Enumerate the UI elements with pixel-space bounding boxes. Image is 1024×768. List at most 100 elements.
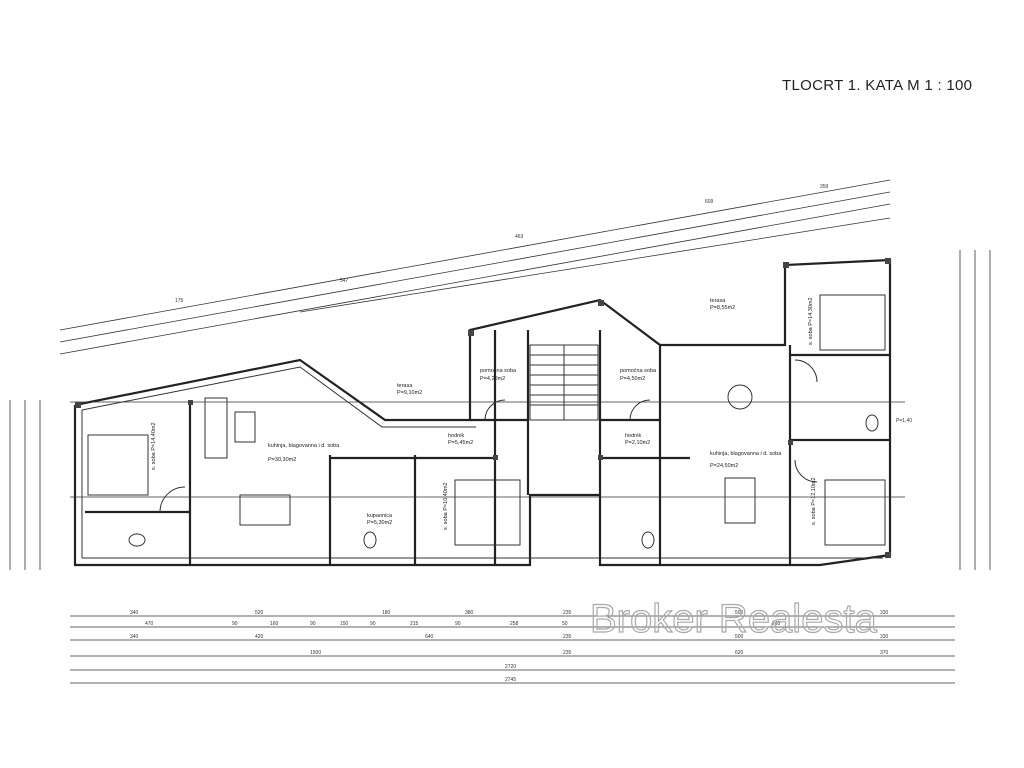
dim-label: s. soba (811, 506, 817, 525)
dim-label: 620 (735, 650, 744, 656)
dim-label: P=24,50m2 (710, 463, 738, 469)
watermark: Broker Realesta (590, 597, 878, 641)
dim-label: 520 (255, 610, 264, 616)
dim-label: 330 (880, 610, 889, 616)
dim-label: kuhinja, blagovanna i d. soba (710, 451, 782, 457)
dim-label: 359 (820, 184, 829, 190)
dim-label: 235 (563, 650, 572, 656)
door-swing (794, 459, 818, 483)
side-dimension-lines (9, 250, 991, 570)
dim-label: P=5,30m2 (367, 520, 392, 526)
dim-label: terasa (710, 298, 726, 304)
dim-label: 640 (425, 634, 434, 640)
walls (73, 258, 892, 567)
dim-label: 235 (563, 610, 572, 616)
dim-label: hodnik (625, 433, 641, 439)
dim-label: hodnik (448, 433, 464, 439)
bottom-dimension-lines: 340 520 180 380 235 500 330 470 90 160 9… (70, 610, 955, 684)
dim-label: P=30,30m2 (268, 457, 296, 463)
dim-label: pomoćna soba (620, 368, 657, 374)
dim-label: P=12,10m2 (811, 477, 817, 505)
dim-label: 245 (772, 621, 781, 627)
dining-table (724, 477, 756, 524)
dim-label: 500 (735, 634, 744, 640)
dim-label: 2720 (505, 664, 516, 670)
dim-label: 90 (310, 621, 316, 627)
dim-label: 150 (340, 621, 349, 627)
coffee-table (234, 411, 256, 443)
dim-label: P=4,50m2 (620, 376, 645, 382)
window-note: P=1,40 (896, 418, 912, 424)
dim-label: P=10,40m2 (443, 482, 449, 510)
dim-label: terasa (397, 383, 413, 389)
dim-label: 1500 (310, 650, 321, 656)
bed (454, 479, 521, 546)
dim-label: 470 (145, 621, 154, 627)
dim-label: P=14,40m2 (151, 422, 157, 450)
toilet (128, 533, 146, 547)
bed (87, 434, 149, 496)
toilet (641, 531, 655, 549)
room-soba-right-top: s. soba P=14,30m2 (808, 297, 814, 345)
room-soba-right-bottom: s. soba P=12,10m2 (811, 477, 817, 525)
dim-label: P=2,10m2 (625, 440, 650, 446)
dim-label: P=8,55m2 (710, 305, 735, 311)
top-dimension-lines: 175 547 463 609 359 (59, 179, 891, 355)
dim-label: 547 (340, 278, 349, 284)
dim-label: 215 (410, 621, 419, 627)
dim-label: 175 (175, 298, 184, 304)
room-soba-left: s. soba P=14,40m2 (151, 422, 157, 470)
dim-label: 609 (705, 199, 714, 205)
sofa (204, 397, 228, 459)
dim-label: P=5,45m2 (448, 440, 473, 446)
dim-label: 50 (562, 621, 568, 627)
dim-label: 340 (130, 634, 139, 640)
dim-label: P=9,10m2 (397, 390, 422, 396)
dining-table (239, 494, 291, 526)
dim-label: 160 (270, 621, 279, 627)
dim-label: s. soba (443, 511, 449, 530)
bed (824, 479, 886, 546)
dim-label: P=4,20m2 (480, 376, 505, 382)
dim-label: 500 (735, 610, 744, 616)
dim-label: 90 (370, 621, 376, 627)
dim-label: kupaonica (367, 513, 393, 519)
drawing-title: TLOCRT 1. KATA M 1 : 100 (782, 77, 973, 94)
bed (819, 294, 886, 351)
toilet (865, 414, 879, 432)
door-swing (794, 359, 818, 383)
door-swing (629, 399, 651, 421)
door-swing (484, 399, 506, 421)
dim-label: P=14,30m2 (808, 297, 814, 325)
dim-label: s. soba (151, 451, 157, 470)
dim-label: 370 (880, 650, 889, 656)
dim-label: 235 (563, 634, 572, 640)
dim-label: 380 (465, 610, 474, 616)
dim-label: 90 (232, 621, 238, 627)
dim-label: 2745 (505, 677, 516, 683)
dim-label: 90 (455, 621, 461, 627)
dim-label: s. soba (808, 326, 814, 345)
dim-label: kuhinja, blagovanna i d. soba (268, 443, 340, 449)
round-table (727, 384, 753, 410)
staircase (529, 344, 599, 421)
dim-label: 463 (515, 234, 524, 240)
dim-label: 180 (382, 610, 391, 616)
dim-label: 330 (880, 634, 889, 640)
dim-label: 258 (510, 621, 519, 627)
dim-label: 420 (255, 634, 264, 640)
toilet (363, 531, 377, 549)
dim-label: 340 (130, 610, 139, 616)
dim-label: pomoćna soba (480, 368, 517, 374)
